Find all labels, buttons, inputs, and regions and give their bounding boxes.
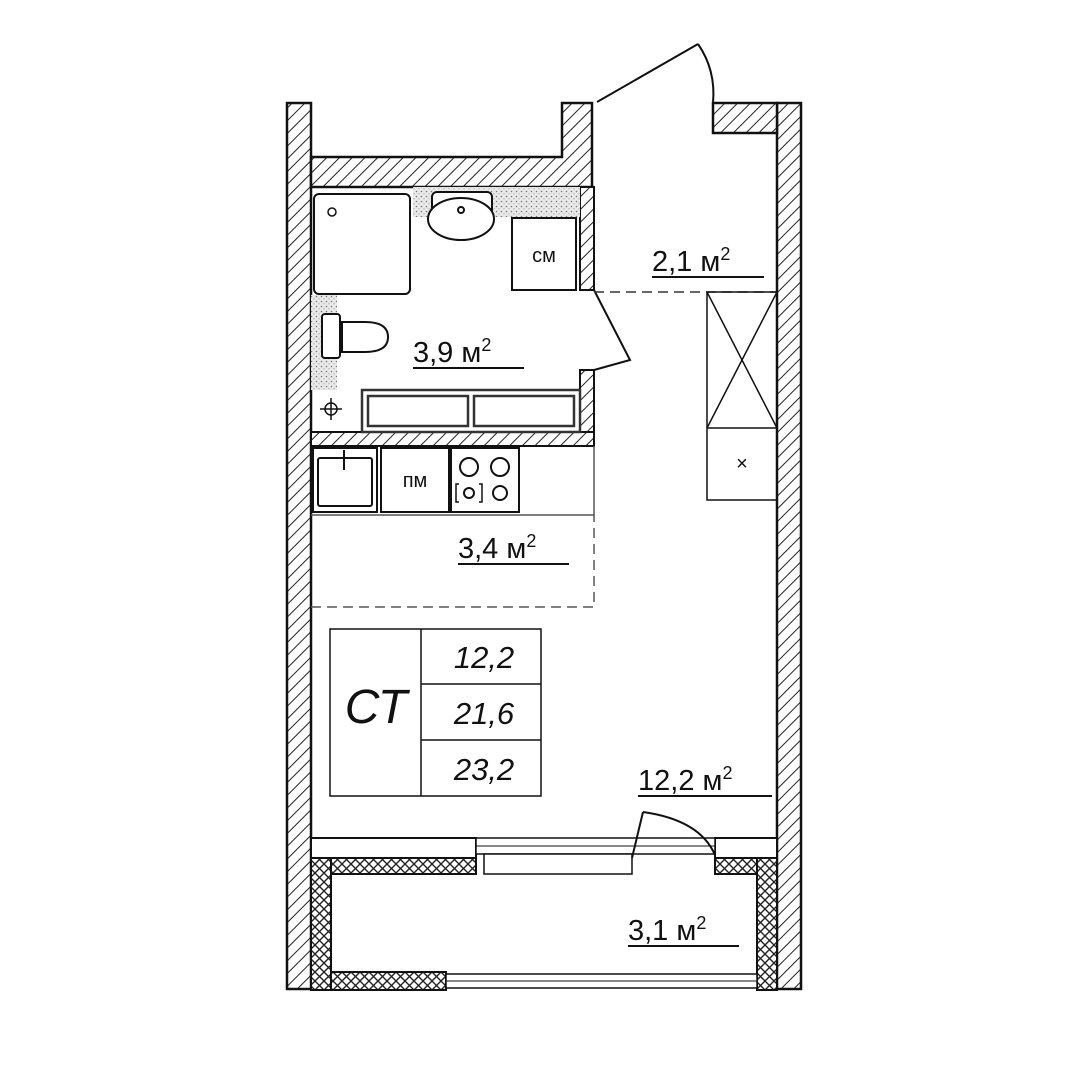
balcony-top-right — [714, 857, 758, 875]
washing-machine: см — [511, 217, 577, 291]
bathroom-door — [593, 289, 632, 371]
bathroom: см — [310, 186, 632, 447]
area-bathroom: 3,9 м2 — [413, 335, 524, 369]
balcony-wall-right — [756, 857, 778, 991]
bathroom-area-value: 3,9 — [413, 337, 453, 369]
stove-icon — [450, 447, 520, 513]
left-wall — [285, 101, 313, 991]
right-wall — [775, 101, 803, 991]
total-area-cell: 21,6 — [453, 696, 515, 731]
entrance-area-value: 2,1 — [652, 246, 692, 278]
balcony-area-unit: м — [676, 915, 696, 947]
kitchen-area-value: 3,4 — [458, 533, 498, 565]
top-wall — [309, 101, 594, 189]
entrance-door — [596, 43, 715, 104]
area-entrance: 2,1 м2 — [652, 244, 764, 278]
svg-text:3,9 м2: 3,9 м2 — [413, 335, 491, 369]
summary-table: СТ 12,2 21,6 23,2 — [329, 628, 542, 797]
kitchen-sink-icon — [312, 447, 378, 513]
kitchen-area-unit: м — [506, 533, 526, 565]
balcony — [310, 857, 778, 991]
entrance-area-unit: м — [700, 246, 720, 278]
bathroom-cabinet — [360, 388, 582, 434]
shower-tray-icon — [313, 193, 411, 295]
entrance-area-exp: 2 — [720, 244, 730, 264]
balcony-area-exp: 2 — [696, 913, 706, 933]
bathroom-wall-right-lower — [579, 369, 595, 441]
living-area-unit: м — [703, 765, 723, 797]
bathroom-wall-bottom — [310, 431, 595, 447]
balcony-door — [631, 811, 716, 859]
living-area-value: 12,2 — [638, 765, 694, 797]
svg-text:3,1 м2: 3,1 м2 — [628, 913, 706, 947]
kitchen-area-exp: 2 — [526, 531, 536, 551]
bathroom-area-unit: м — [461, 337, 481, 369]
washer-label: см — [532, 245, 556, 267]
kitchen-boundary — [311, 515, 595, 608]
living-area-cell: 12,2 — [454, 640, 514, 675]
apartment-type: СТ — [345, 681, 411, 734]
wardrobe-mark: × — [736, 453, 748, 475]
balcony-top-left — [330, 857, 477, 875]
dishwasher: пм — [380, 447, 450, 513]
bathroom-wall-right — [579, 186, 595, 291]
kitchen: пм — [311, 446, 595, 608]
floor-drain-icon — [320, 398, 342, 420]
area-living: 12,2 м2 — [638, 763, 772, 797]
area-with-balcony-cell: 23,2 — [453, 752, 514, 787]
dishwasher-label: пм — [403, 470, 428, 492]
top-right-wall — [711, 101, 779, 135]
area-kitchen: 3,4 м2 — [458, 531, 569, 565]
sink-icon — [427, 191, 495, 241]
bathroom-area-exp: 2 — [481, 335, 491, 355]
svg-text:12,2 м2: 12,2 м2 — [638, 763, 732, 797]
outer-walls — [285, 101, 803, 991]
area-balcony: 3,1 м2 — [628, 913, 739, 947]
svg-text:2,1 м2: 2,1 м2 — [652, 244, 730, 278]
balcony-bottom-left — [330, 971, 447, 991]
svg-text:3,4 м2: 3,4 м2 — [458, 531, 536, 565]
balcony-area-value: 3,1 — [628, 915, 668, 947]
balcony-wall-left — [310, 857, 332, 991]
living-area-exp: 2 — [722, 763, 732, 783]
balcony-partition — [310, 837, 778, 875]
wardrobe: × — [706, 291, 778, 501]
balcony-window-frame — [483, 853, 633, 875]
toilet-icon — [321, 313, 390, 359]
